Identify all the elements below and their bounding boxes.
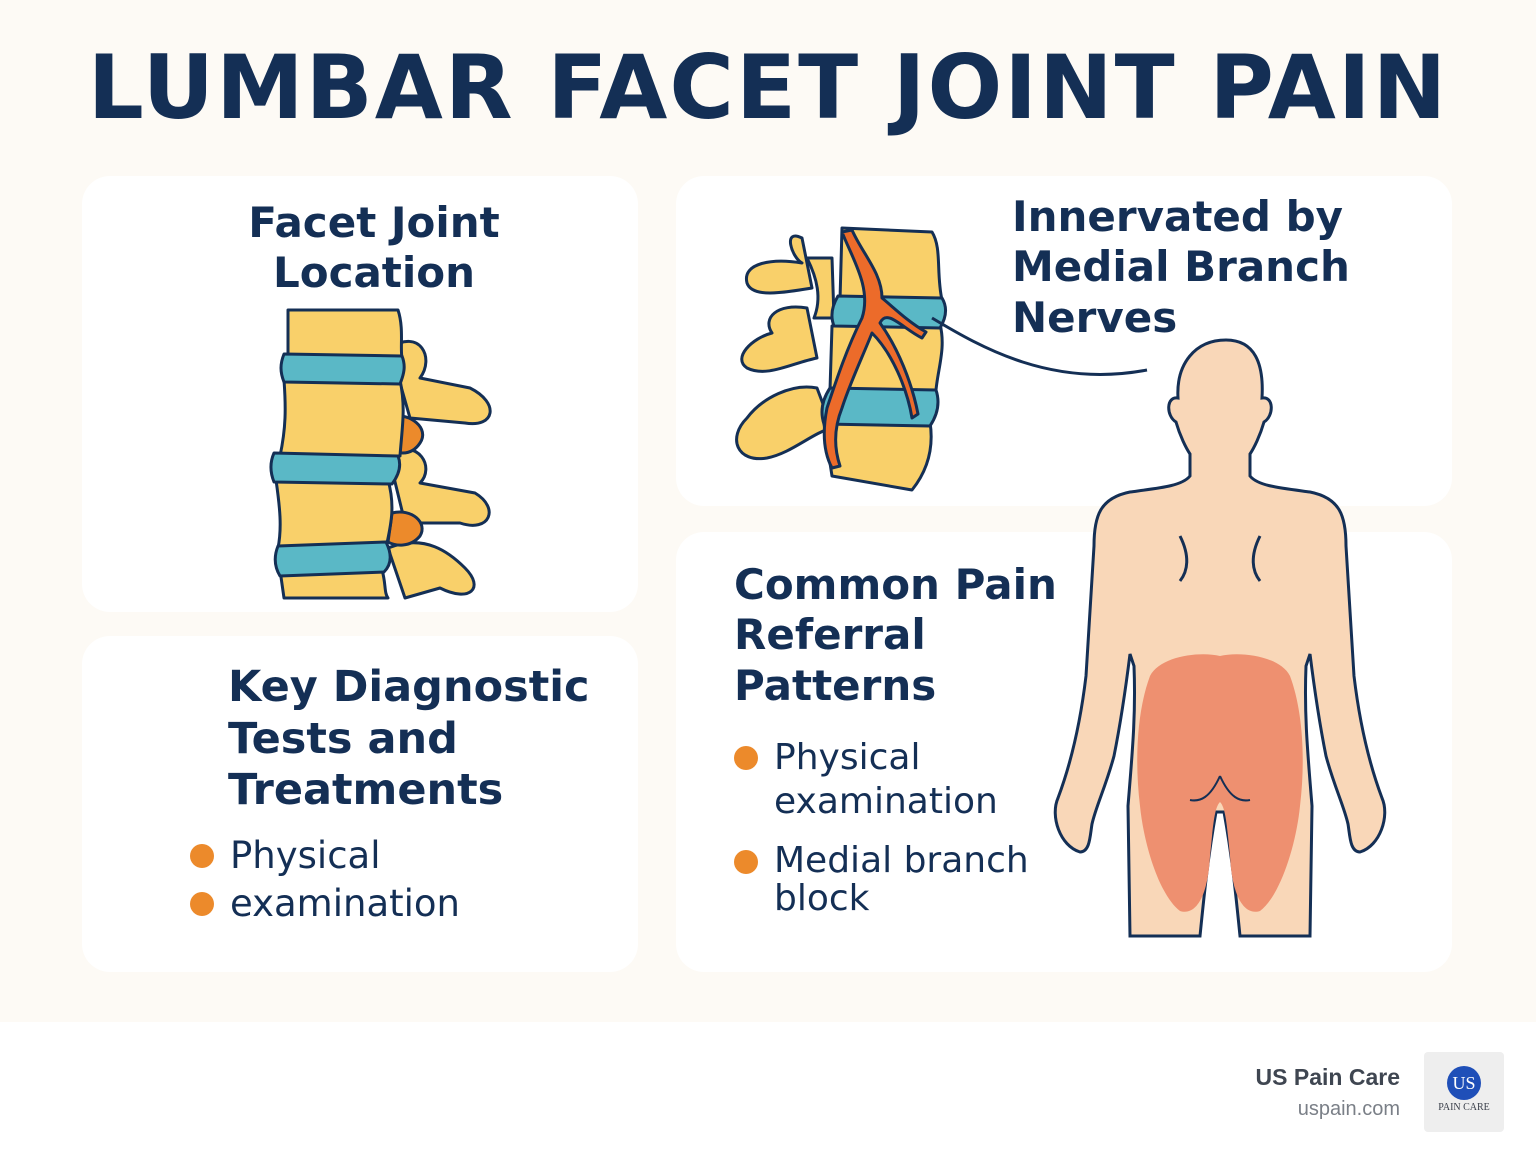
referral-bullets: Physical examination Medial branch block [734,736,1029,918]
heading-line: Key Diagnostic [228,662,590,712]
brand-logo: US PAIN CARE [1424,1052,1504,1132]
heading-line: Treatments [228,765,504,816]
list-item: Physical [190,832,460,880]
heading-line: Nerves [1012,292,1178,342]
heading-diagnostics: Key Diagnostic Tests and Treatments [228,662,590,817]
nerve-spine-illustration [735,226,1148,492]
heading-line: Patterns [734,660,937,710]
page-title: LUMBAR FACET JOINT PAIN [87,36,1449,139]
list-item: Medial branch block [734,842,1029,918]
bullet-dot-icon [734,746,758,770]
heading-line: Tests and [228,713,458,764]
bullet-text: examination [774,781,998,822]
heading-line: Common Pain [734,560,1057,609]
list-item: Physical examination [734,736,1029,824]
heading-referral: Common Pain Referral Patterns [734,560,1057,711]
heading-line: Innervated by [1012,192,1344,241]
bullet-text: block [774,878,870,919]
heading-line: Referral [734,610,926,660]
bullet-text: Medial branch [774,840,1029,881]
bullet-text: Physical [230,834,381,877]
brand-name: US Pain Care [1255,1064,1400,1090]
bullet-dot-icon [734,850,758,874]
bullet-text: Physical [774,737,921,778]
footer [0,1022,1536,1154]
list-item: examination [190,880,460,928]
bullet-text: examination [230,882,461,925]
spine-illustration [269,308,492,600]
heading-innervation: Innervated by Medial Branch Nerves [1012,192,1350,343]
human-back-illustration [1053,338,1387,938]
diagnostics-bullets: Physical examination [190,832,460,928]
heading-facet-location: Facet Joint Location [82,198,666,299]
logo-text: PAIN CARE [1438,1102,1490,1113]
heading-line: Facet Joint [248,198,500,247]
bullet-dot-icon [190,844,214,868]
heading-line: Medial Branch [1012,242,1350,292]
bullet-dot-icon [190,892,214,916]
brand-url[interactable]: uspain.com [1297,1098,1400,1120]
logo-initials: US [1447,1066,1481,1100]
heading-line: Location [272,248,476,298]
card-diagnostics [82,636,638,972]
